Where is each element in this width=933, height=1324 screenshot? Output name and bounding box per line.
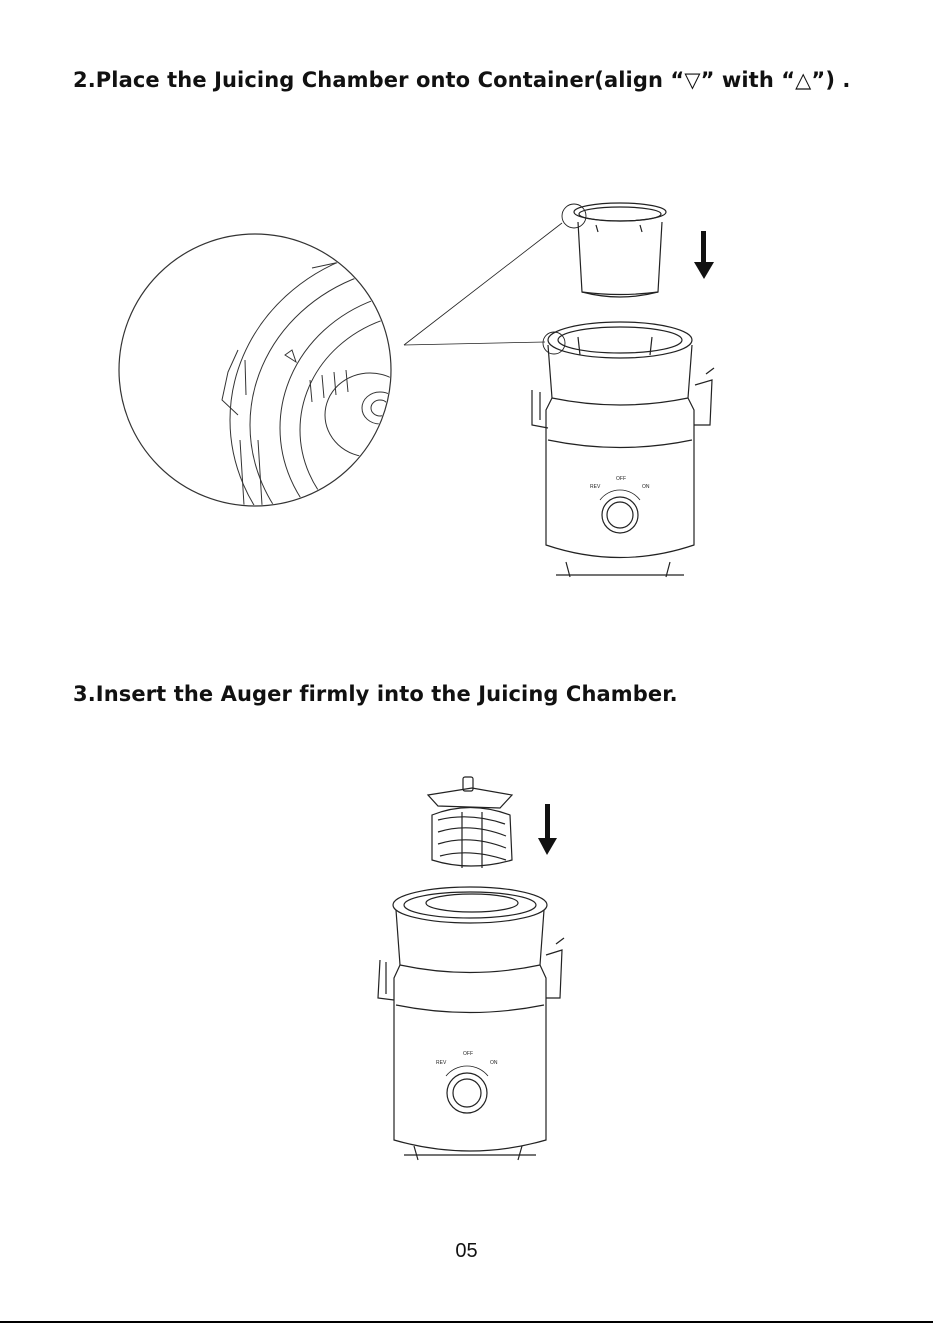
page-number: 05: [0, 1240, 933, 1263]
auger: [428, 777, 512, 868]
juicer-base-with-chamber: REV OFF ON: [378, 887, 564, 1160]
magnified-detail: [119, 234, 610, 590]
step-2-title: 2.Place the Juicing Chamber onto Contain…: [73, 68, 851, 92]
step-3-title: 3.Insert the Auger firmly into the Juici…: [73, 682, 678, 706]
bottom-divider: [0, 1321, 933, 1323]
step-3-illustration: REV OFF ON: [0, 775, 933, 1170]
down-arrow-icon: [694, 231, 714, 279]
juicer-base-with-container: REV OFF ON: [532, 322, 714, 577]
juicing-chamber: [574, 203, 666, 297]
down-arrow-icon: [538, 804, 557, 855]
dial-label-off: OFF: [616, 476, 626, 482]
dial-label-off: OFF: [463, 1051, 473, 1057]
step-2-illustration: REV OFF ON: [0, 190, 933, 590]
dial-label-rev: REV: [436, 1060, 447, 1066]
dial-label-rev: REV: [590, 484, 601, 490]
dial-label-on: ON: [490, 1060, 498, 1066]
dial-label-on: ON: [642, 484, 650, 490]
